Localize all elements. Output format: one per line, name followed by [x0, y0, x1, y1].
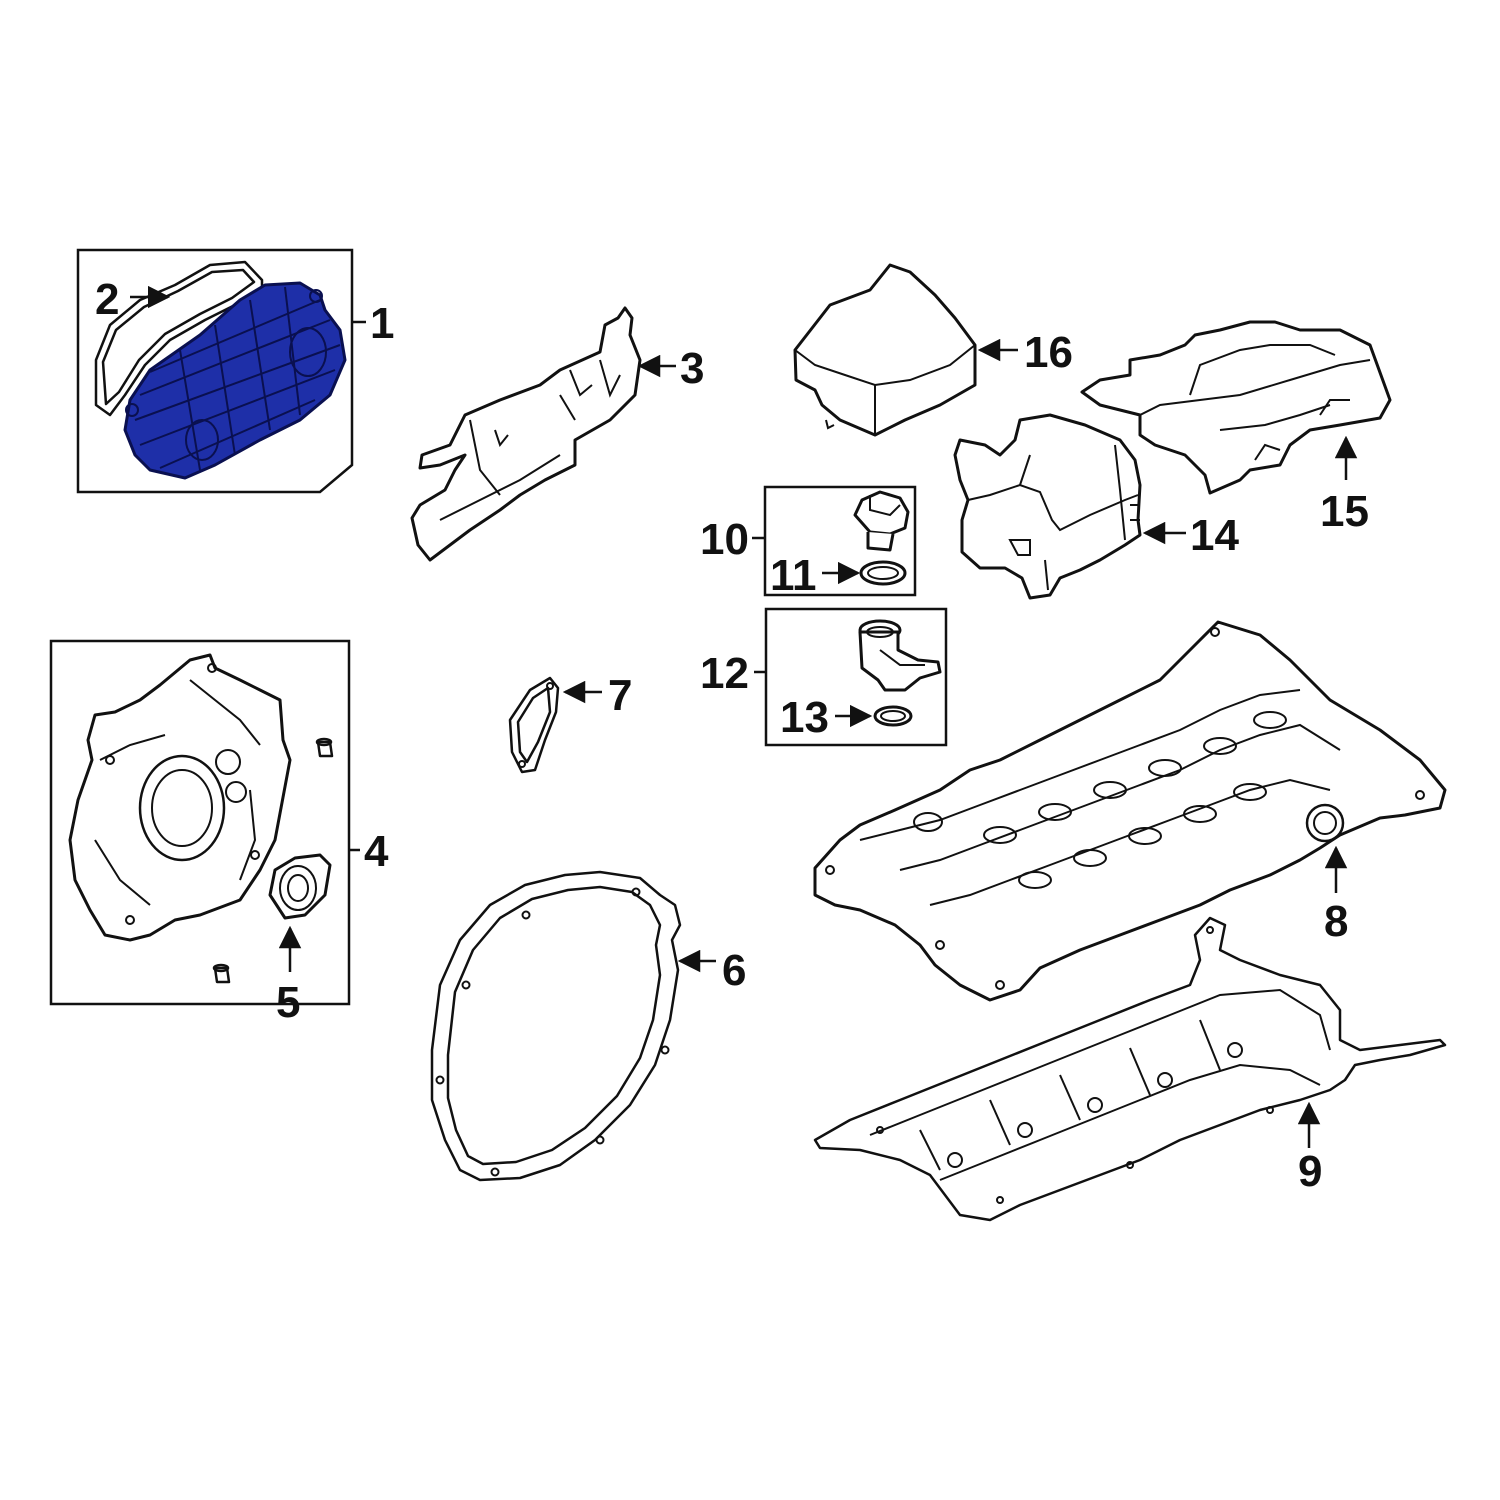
part-9-gasket[interactable] [813, 916, 1447, 1222]
callout-6: 6 [722, 946, 746, 995]
callout-4: 4 [364, 827, 389, 876]
dowel-pin-bottom[interactable] [212, 963, 231, 984]
part-6-gasket[interactable] [430, 870, 682, 1182]
part-14-intake-cover[interactable] [953, 413, 1142, 600]
group-box-4 [49, 639, 360, 1006]
part-16-engine-cover[interactable] [793, 263, 977, 437]
part-4-timing-cover[interactable] [68, 653, 292, 942]
callout-10: 10 [700, 515, 749, 564]
part-13-o-ring[interactable] [873, 705, 913, 727]
part-3-bracket[interactable] [410, 306, 642, 562]
callout-2: 2 [95, 275, 119, 324]
callout-7: 7 [608, 671, 632, 720]
part-12-filler-neck[interactable] [858, 619, 942, 692]
part-8-cam-carrier[interactable] [813, 620, 1447, 1002]
part-15-top-cover[interactable] [1080, 320, 1392, 495]
part-7-gasket[interactable] [508, 676, 560, 774]
callout-13: 13 [780, 693, 829, 742]
part-5-seal[interactable] [268, 853, 332, 920]
group-box-10 [752, 485, 917, 597]
group-box-1 [76, 248, 366, 494]
callout-14: 14 [1190, 511, 1239, 560]
callout-11: 11 [770, 551, 817, 600]
callout-12: 12 [700, 649, 749, 698]
part-1-valve-cover-highlighted[interactable] [123, 281, 347, 480]
callout-16: 16 [1024, 328, 1073, 377]
callout-9: 9 [1298, 1147, 1322, 1196]
callout-1: 1 [370, 299, 394, 348]
callout-8: 8 [1324, 897, 1348, 946]
part-10-oil-filler-cap[interactable] [853, 490, 910, 552]
group-box-12 [754, 607, 948, 747]
part-11-o-ring[interactable] [859, 560, 907, 586]
dowel-pin-top[interactable] [315, 737, 334, 758]
callout-5: 5 [276, 978, 300, 1027]
callout-15: 15 [1320, 487, 1369, 536]
callout-3: 3 [680, 344, 704, 393]
